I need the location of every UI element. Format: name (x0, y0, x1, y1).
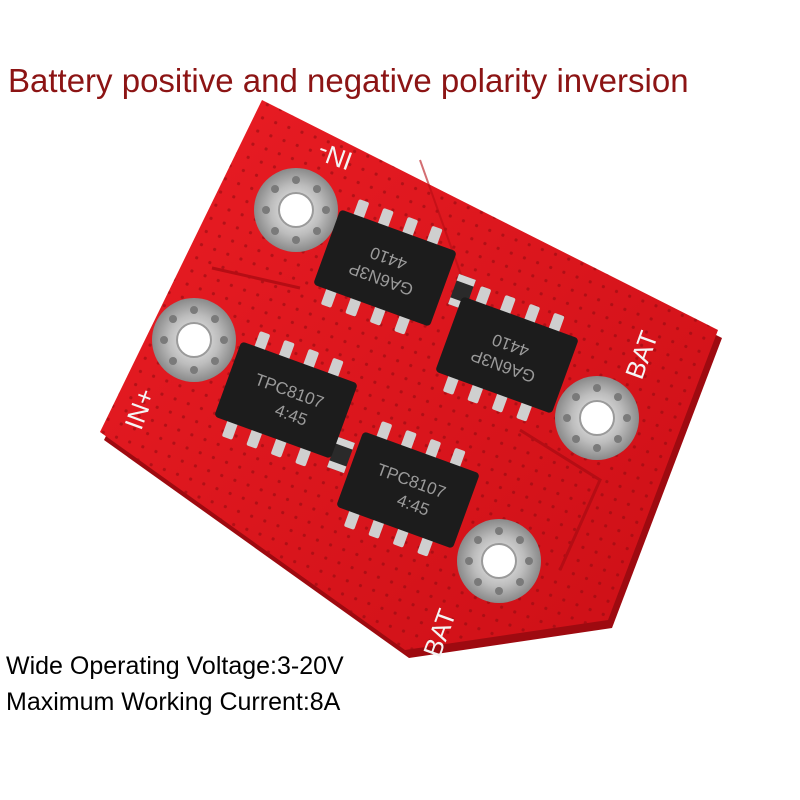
mounting-pad-in-minus (254, 168, 338, 252)
mosfet-chip-4: TPC8107 4:45 (337, 421, 479, 557)
mosfet-chip-3: TPC8107 4:45 (215, 331, 357, 467)
mounting-pad-in-plus (152, 298, 236, 382)
smd-resistor (327, 436, 355, 474)
mosfet-chip-1: GA6N3P 4410 (314, 199, 456, 335)
mounting-pad-bat-top (555, 376, 639, 460)
mosfet-chip-2: GA6N3P 4410 (436, 286, 578, 422)
spec-list: Wide Operating Voltage:3-20V Maximum Wor… (6, 648, 344, 720)
spec-voltage: Wide Operating Voltage:3-20V (6, 652, 344, 680)
mounting-pad-bat-bottom (457, 519, 541, 603)
headline: Battery positive and negative polarity i… (8, 62, 689, 99)
pcb-body (100, 100, 722, 658)
spec-current: Maximum Working Current:8A (6, 688, 341, 716)
